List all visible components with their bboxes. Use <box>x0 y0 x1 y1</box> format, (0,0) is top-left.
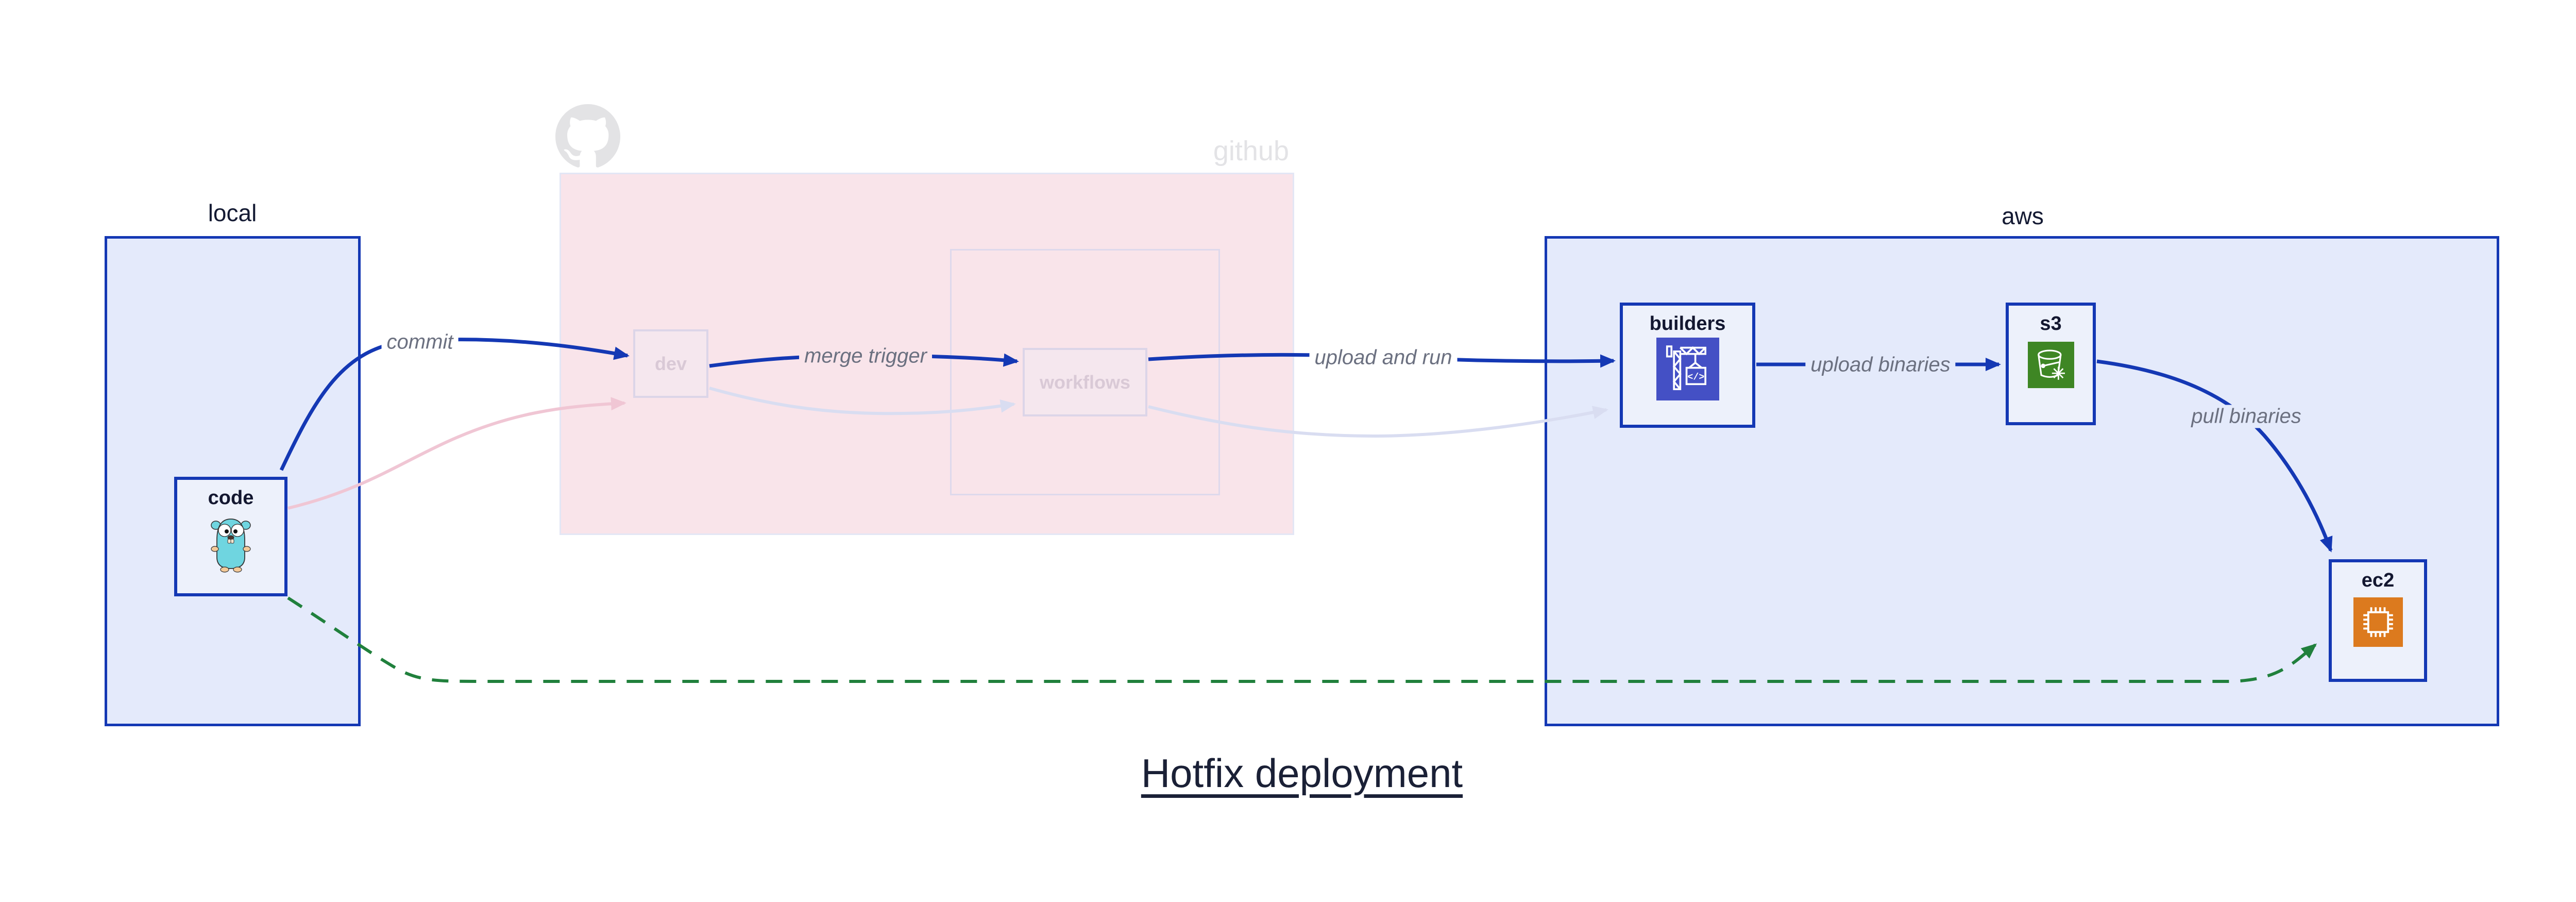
group-label-local: local <box>208 199 257 226</box>
go-gopher-icon <box>211 519 251 573</box>
aws-s3-bucket-icon <box>2027 342 2074 388</box>
group-master-box <box>950 249 1220 495</box>
edge-label-upload-and-run: upload and run <box>1309 346 1458 370</box>
node-workflows-label: workflows <box>1039 371 1131 393</box>
aws-ec2-chip-icon <box>2353 597 2403 647</box>
svg-text:</>: </> <box>1687 373 1704 383</box>
node-workflows: workflows <box>1023 348 1147 416</box>
node-dev-label: dev <box>654 353 687 374</box>
node-s3: s3 <box>2006 303 2096 425</box>
group-label-aws: aws <box>2002 203 2044 229</box>
edge-label-merge-trigger: merge trigger <box>799 344 932 368</box>
edge-label-upload-binaries: upload binaries <box>1805 353 1956 377</box>
node-builders-label: builders <box>1649 313 1726 335</box>
node-ec2: ec2 <box>2329 559 2427 682</box>
node-ec2-label: ec2 <box>2361 570 2395 591</box>
node-dev: dev <box>633 329 708 398</box>
node-s3-label: s3 <box>2040 313 2062 335</box>
edge-label-pull-binaries: pull binaries <box>2186 405 2307 428</box>
diagram-title: Hotfix deployment <box>1141 750 1463 796</box>
group-label-github: github <box>1213 136 1289 166</box>
node-code-label: code <box>208 487 254 509</box>
github-logo-icon <box>555 104 620 168</box>
node-code: code <box>174 477 287 596</box>
aws-codebuild-icon: </> <box>1656 338 1719 400</box>
node-builders: builders </> <box>1620 303 1755 428</box>
edge-label-commit: commit <box>381 330 459 354</box>
